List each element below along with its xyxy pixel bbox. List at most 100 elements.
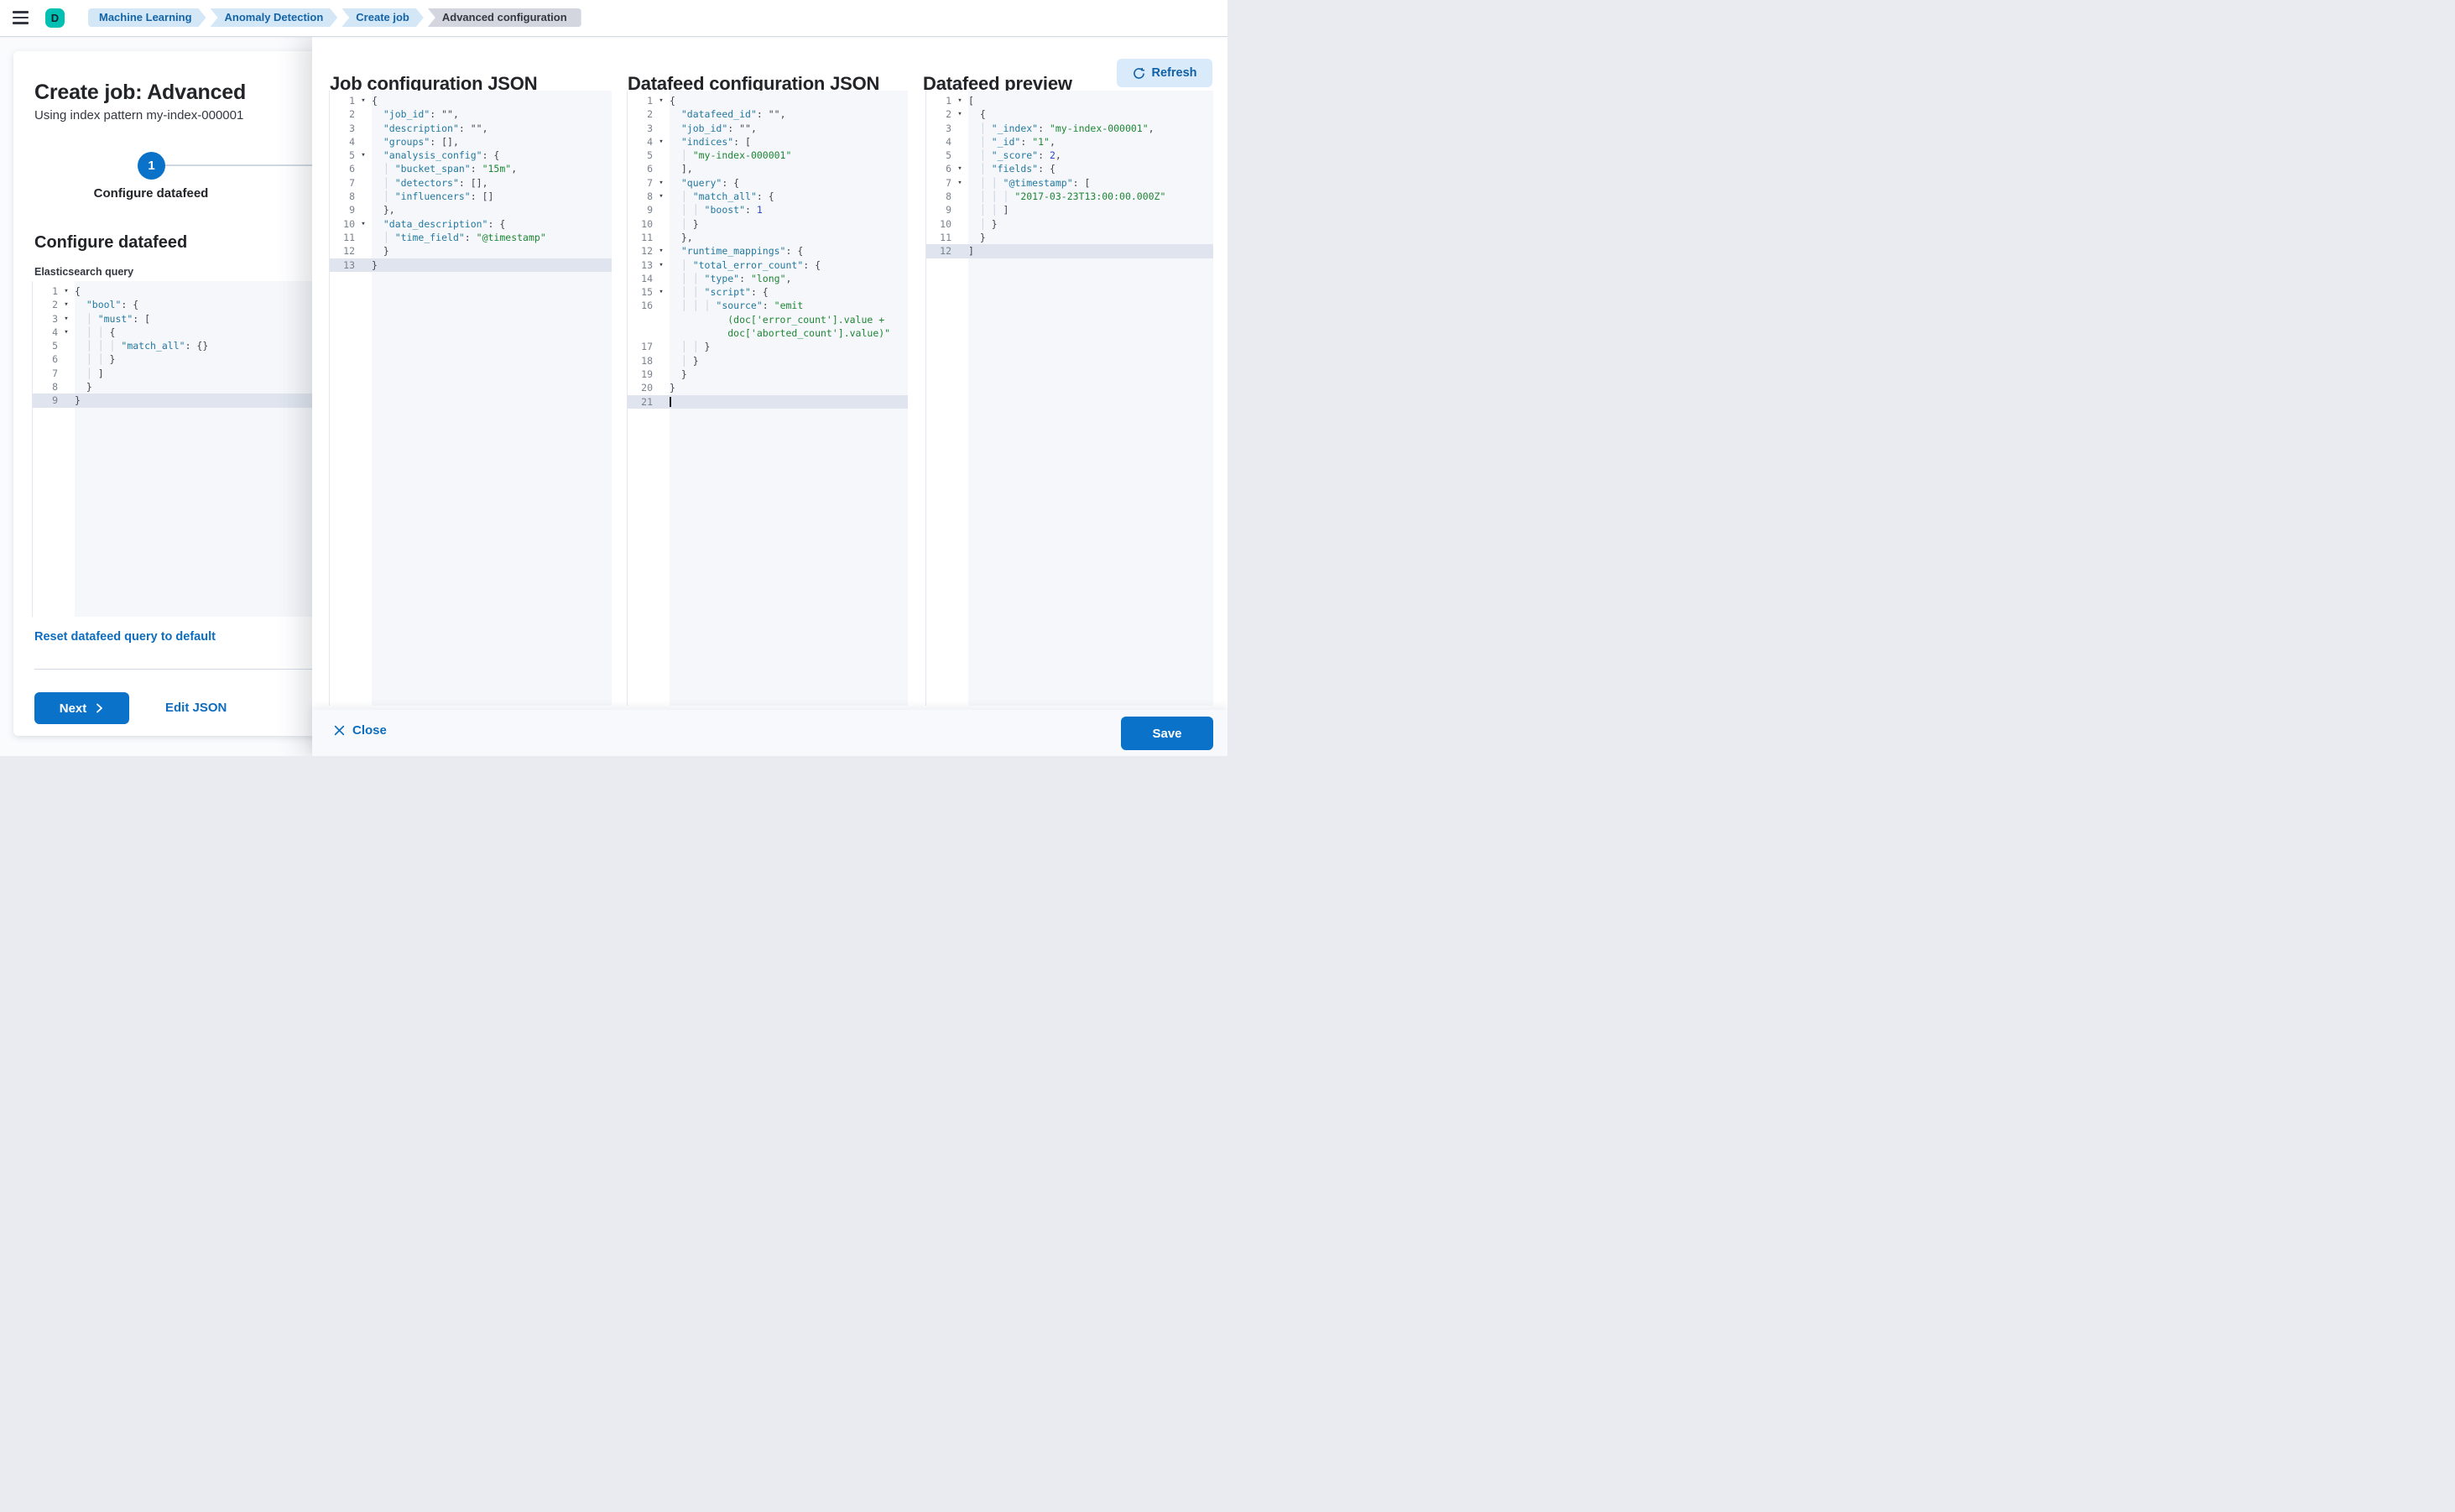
code-line: 12 }: [343, 245, 389, 258]
fold-toggle-icon[interactable]: ▾: [957, 178, 962, 187]
refresh-button[interactable]: Refresh: [1117, 59, 1212, 87]
code-line: (doc['error_count'].value +: [670, 313, 885, 326]
step-progress-line: [165, 164, 319, 166]
code-line: 4▾ "indices": [: [647, 135, 751, 148]
editor-code-area: [372, 91, 612, 706]
breadcrumb-item-anomaly-detection[interactable]: Anomaly Detection: [211, 8, 338, 27]
elasticsearch-query-editor[interactable]: 1▾{ 2▾ "bool": {3▾ │ "must": [4▾ │ │ { 5 │…: [32, 281, 320, 617]
fold-toggle-icon[interactable]: ▾: [957, 96, 962, 105]
page-title: Create job: Advanced: [34, 80, 247, 104]
code-line: 11 │ "time_field": "@timestamp": [343, 231, 546, 243]
code-line: 19 }: [641, 368, 687, 380]
code-line: 3 │ "_index": "my-index-000001",: [946, 122, 1155, 134]
code-line: 2 "job_id": "",: [349, 108, 459, 121]
code-line: 9}: [33, 394, 320, 408]
code-line: 3 "description": "",: [349, 122, 488, 134]
fold-toggle-icon[interactable]: ▾: [361, 219, 366, 228]
code-line: 7▾ "query": {: [647, 176, 740, 189]
breadcrumb-item-advanced-configuration[interactable]: Advanced configuration: [427, 8, 581, 27]
edit-json-link[interactable]: Edit JSON: [165, 701, 227, 715]
fold-toggle-icon[interactable]: ▾: [64, 327, 69, 336]
code-line: 9 │ │ ]: [946, 204, 1009, 216]
breadcrumb-item-create-job[interactable]: Create job: [341, 8, 424, 27]
text-cursor: [670, 396, 671, 407]
fold-toggle-icon[interactable]: ▾: [64, 314, 69, 323]
fold-toggle-icon[interactable]: ▾: [659, 178, 664, 187]
fold-toggle-icon[interactable]: ▾: [659, 288, 664, 297]
code-line: 5▾ "analysis_config": {: [349, 149, 500, 162]
fold-toggle-icon[interactable]: ▾: [64, 300, 69, 310]
divider: [34, 669, 319, 670]
code-line: 10 │ }: [940, 217, 998, 230]
fold-toggle-icon[interactable]: ▾: [659, 137, 664, 146]
code-line: 2▾ {: [946, 108, 986, 121]
fold-toggle-icon[interactable]: ▾: [659, 247, 664, 256]
code-line: 6 │ │ }: [52, 353, 116, 366]
code-line: 2▾ "bool": {: [52, 299, 139, 311]
code-line: 7▾ │ │ "@timestamp": [: [946, 176, 1091, 189]
fold-toggle-icon[interactable]: ▾: [957, 164, 962, 174]
code-line: 9 │ │ "boost": 1: [647, 204, 763, 216]
code-line: 13▾ │ "total_error_count": {: [641, 258, 821, 271]
menu-hamburger-icon[interactable]: [13, 9, 29, 26]
breadcrumb-item-machine-learning[interactable]: Machine Learning: [88, 8, 206, 27]
code-line: 6▾ │ "fields": {: [946, 163, 1055, 175]
code-line: 4▾ │ │ {: [52, 326, 116, 338]
avatar[interactable]: D: [45, 8, 65, 28]
close-button[interactable]: Close: [334, 723, 387, 738]
datafeed-preview-editor[interactable]: 1▾[2▾ {3 │ "_index": "my-index-000001",4…: [925, 91, 1213, 706]
next-button[interactable]: Next: [34, 692, 129, 724]
next-button-label: Next: [59, 701, 87, 716]
code-line: 8 │ "influencers": []: [349, 190, 494, 203]
code-line: 17 │ │ }: [641, 341, 711, 353]
step-1-label: Configure datafeed: [93, 186, 209, 201]
editor-code-area: [75, 281, 320, 617]
fold-toggle-icon[interactable]: ▾: [659, 96, 664, 105]
code-line: 3 "job_id": "",: [647, 122, 757, 134]
code-line: 1▾{: [647, 95, 675, 107]
code-line: 16 │ │ │ "source": "emit: [641, 300, 804, 312]
code-line: 1▾{: [52, 285, 81, 297]
job-json-flyout: Job configuration JSON Datafeed configur…: [312, 36, 1228, 756]
code-line: 11 },: [641, 231, 693, 243]
code-line: doc['aborted_count'].value)": [670, 327, 891, 340]
code-line: 6 │ "bucket_span": "15m",: [349, 163, 518, 175]
editor-gutter: [926, 91, 968, 706]
save-button[interactable]: Save: [1121, 717, 1213, 750]
code-line: 4 "groups": [],: [349, 135, 459, 148]
create-job-panel: Create job: Advanced Using index pattern…: [13, 51, 320, 736]
code-line: 8 │ │ │ "2017-03-23T13:00:00.000Z": [946, 190, 1166, 203]
refresh-button-label: Refresh: [1151, 66, 1197, 80]
code-line: 8 }: [52, 381, 92, 394]
code-line: 3▾ │ "must": [: [52, 312, 151, 325]
fold-toggle-icon[interactable]: ▾: [361, 151, 366, 160]
fold-toggle-icon[interactable]: ▾: [361, 96, 366, 105]
code-line: 1▾{: [349, 95, 378, 107]
code-line: 7 │ "detectors": [],: [349, 176, 488, 189]
code-line: 18 │ }: [641, 354, 699, 367]
code-line: 12▾ "runtime_mappings": {: [641, 245, 804, 258]
reset-datafeed-query-link[interactable]: Reset datafeed query to default: [34, 630, 216, 644]
fold-toggle-icon[interactable]: ▾: [659, 260, 664, 269]
fold-toggle-icon[interactable]: ▾: [64, 287, 69, 295]
code-line: 15▾ │ │ "script": {: [641, 286, 769, 299]
code-line: 11 }: [940, 231, 986, 243]
step-1-indicator[interactable]: 1: [138, 152, 165, 180]
flyout-footer: Close Save: [312, 710, 1228, 756]
code-line: 5 │ "_score": 2,: [946, 149, 1061, 162]
page-subtitle: Using index pattern my-index-000001: [34, 108, 244, 123]
close-button-label: Close: [352, 723, 387, 738]
section-heading: Configure datafeed: [34, 232, 188, 252]
job-config-json-editor[interactable]: 1▾{2 "job_id": "",3 "description": "",4 …: [329, 91, 612, 706]
code-line: 7 │ ]: [52, 367, 104, 379]
code-line: 1▾[: [946, 95, 974, 107]
fold-toggle-icon[interactable]: ▾: [957, 110, 962, 119]
code-line: 5 │ │ │ "match_all": {}: [52, 340, 209, 352]
fold-toggle-icon[interactable]: ▾: [659, 192, 664, 201]
code-line: 4 │ "_id": "1",: [946, 135, 1055, 148]
code-line: 12]: [926, 244, 1213, 258]
datafeed-config-json-editor[interactable]: 1▾{2 "datafeed_id": "",3 "job_id": "",4▾…: [627, 91, 908, 706]
code-line: 20}: [641, 382, 675, 394]
